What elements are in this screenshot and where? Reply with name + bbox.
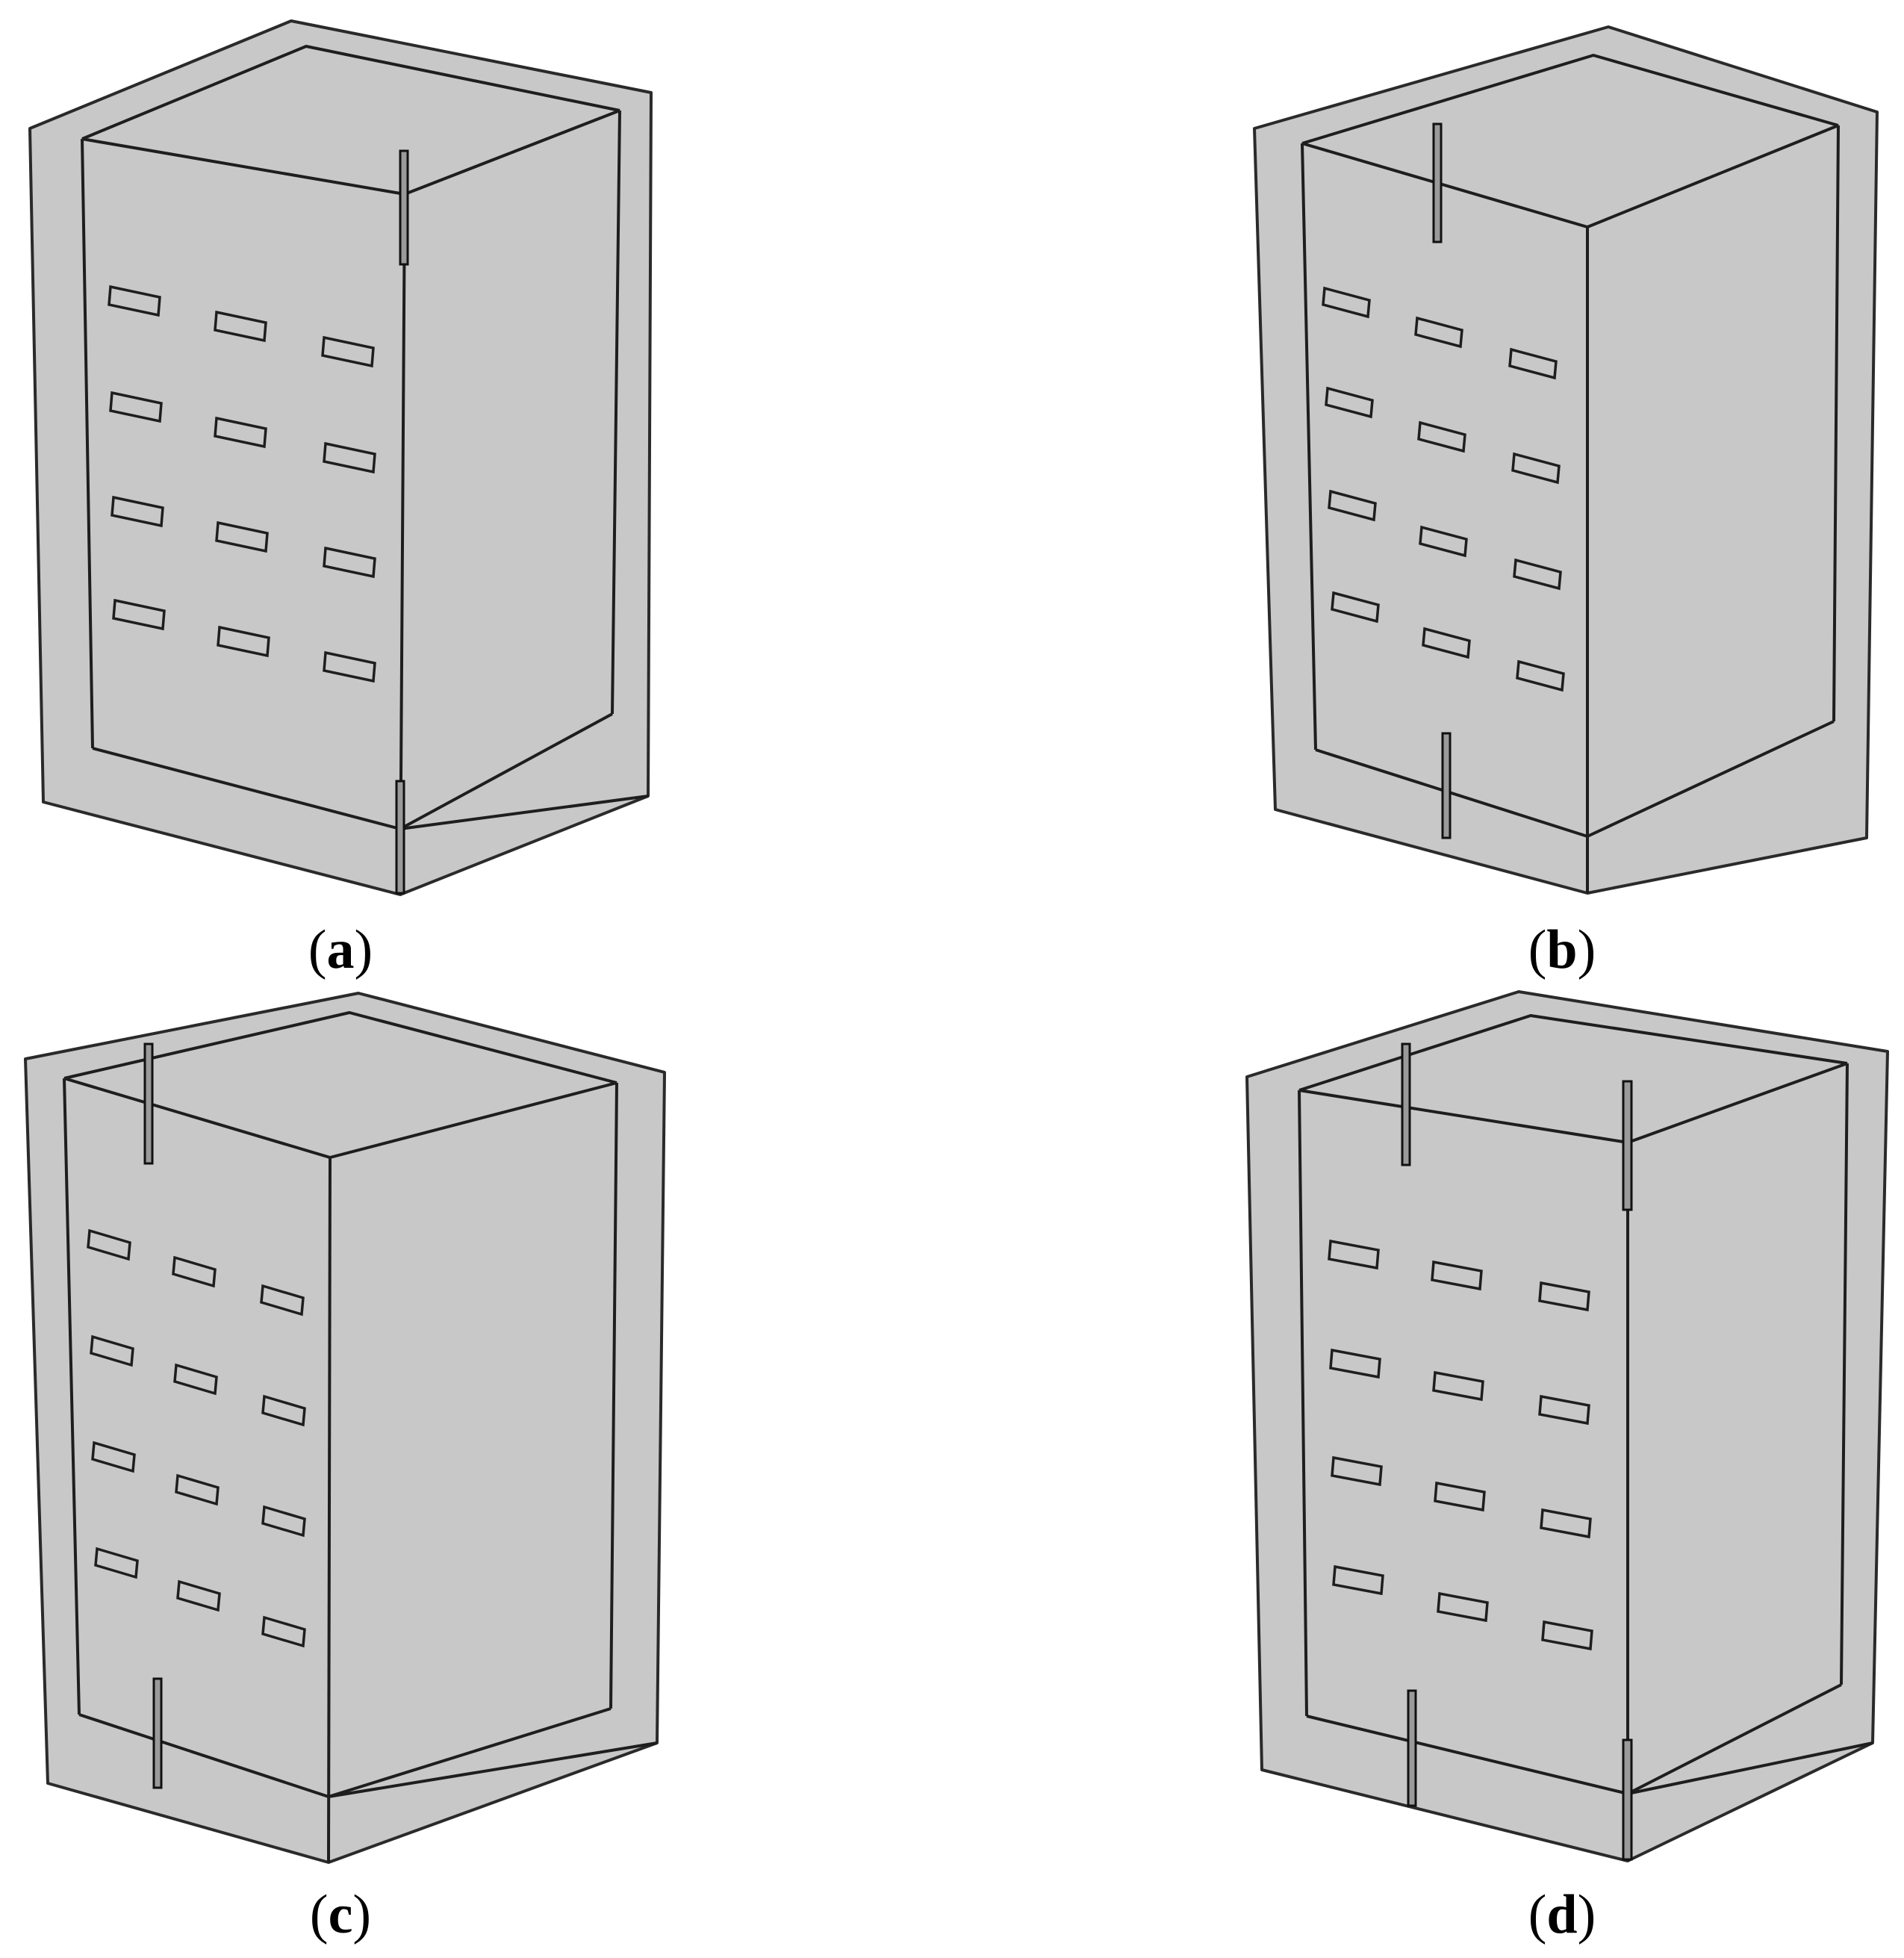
- edge-bar-d-top-left: [1401, 1042, 1411, 1166]
- edge-bar-b-top: [1432, 122, 1443, 243]
- panel-a: (a): [28, 19, 653, 980]
- edge-bar-a-top: [399, 149, 409, 266]
- building-d-edges: [1298, 1014, 1873, 1861]
- edge-bar-b-bottom: [1441, 732, 1452, 839]
- panel-label-b: (b): [1528, 919, 1596, 980]
- edge-bar-d-bottom-right: [1622, 1738, 1633, 1861]
- building-b-outline: [1253, 25, 1879, 895]
- windows-a: [108, 285, 376, 683]
- windows-d: [1328, 1239, 1593, 1651]
- panel-c: (c): [24, 992, 666, 1945]
- building-a-edges: [81, 45, 649, 895]
- building-b-edges: [1301, 54, 1840, 893]
- building-c-outline: [24, 992, 666, 1864]
- edge-bar-d-top-right: [1622, 1080, 1633, 1211]
- panel-label-a: (a): [308, 919, 373, 980]
- edge-bar-c-bottom: [152, 1677, 163, 1789]
- windows-b: [1322, 286, 1565, 692]
- building-c-edges: [63, 1011, 658, 1863]
- panel-d: (d): [1245, 990, 1889, 1945]
- building-d-outline: [1245, 990, 1889, 1862]
- panel-label-d: (d): [1528, 1884, 1596, 1945]
- windows-c: [87, 1228, 306, 1648]
- edge-bar-d-bottom-left: [1407, 1689, 1417, 1807]
- edge-bar-a-bottom: [395, 780, 405, 895]
- panel-b: (b): [1253, 25, 1879, 980]
- panel-label-c: (c): [310, 1884, 371, 1945]
- edge-bar-c-top: [143, 1042, 154, 1165]
